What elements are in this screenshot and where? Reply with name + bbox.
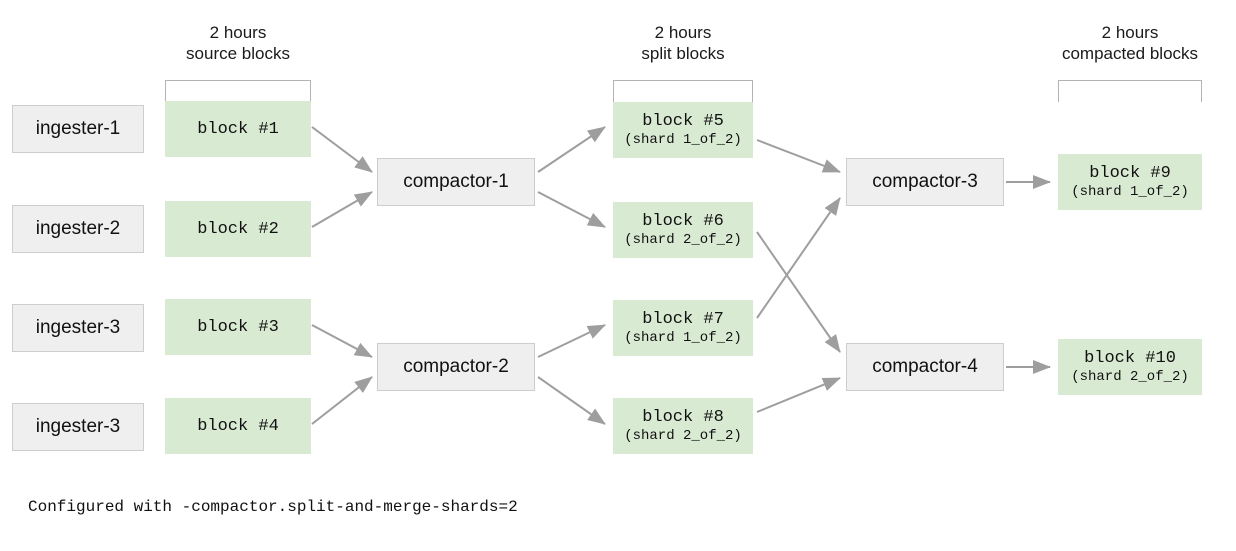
- edge-block6-compactor4: [756, 231, 841, 353]
- edge-compactor1-block5: [537, 126, 606, 173]
- bracket-source-blocks: [165, 80, 311, 102]
- block-title: block #3: [197, 317, 279, 337]
- ingester-3a-box[interactable]: ingester-3: [12, 304, 144, 352]
- ingester-3b-box[interactable]: ingester-3: [12, 403, 144, 451]
- ingester-label: ingester-3: [35, 317, 121, 338]
- block-shard-label: (shard 2_of_2): [624, 428, 742, 444]
- compactor-label: compactor-4: [872, 356, 978, 377]
- split-block-5[interactable]: block #5 (shard 1_of_2): [613, 102, 753, 158]
- column-header-source-blocks: 2 hours source blocks: [165, 22, 311, 64]
- block-shard-label: (shard 2_of_2): [1071, 369, 1189, 385]
- block-shard-label: (shard 1_of_2): [624, 132, 742, 148]
- block-shard-label: (shard 1_of_2): [624, 330, 742, 346]
- column-header-line1: 2 hours: [1101, 23, 1159, 42]
- column-header-compacted-blocks: 2 hours compacted blocks: [1040, 22, 1220, 64]
- compactor-3-box[interactable]: compactor-3: [846, 158, 1004, 206]
- source-block-3[interactable]: block #3: [165, 299, 311, 355]
- bracket-compacted-blocks: [1058, 80, 1202, 102]
- block-title: block #9: [1089, 164, 1171, 183]
- edge-block5-compactor3: [756, 139, 841, 173]
- source-block-4[interactable]: block #4: [165, 398, 311, 454]
- ingester-1-box[interactable]: ingester-1: [12, 105, 144, 153]
- compactor-label: compactor-3: [872, 171, 978, 192]
- ingester-label: ingester-3: [35, 416, 121, 437]
- ingester-label: ingester-1: [35, 118, 121, 139]
- compacted-block-10[interactable]: block #10 (shard 2_of_2): [1058, 339, 1202, 395]
- split-block-6[interactable]: block #6 (shard 2_of_2): [613, 202, 753, 258]
- column-header-line2: split blocks: [641, 44, 725, 63]
- compactor-2-box[interactable]: compactor-2: [377, 343, 535, 391]
- source-block-1[interactable]: block #1: [165, 101, 311, 157]
- edge-block8-compactor4: [756, 377, 841, 413]
- block-title: block #1: [197, 119, 279, 139]
- compactor-1-box[interactable]: compactor-1: [377, 158, 535, 206]
- edge-block1-compactor1: [311, 126, 373, 173]
- column-header-line2: compacted blocks: [1061, 44, 1199, 63]
- split-block-7[interactable]: block #7 (shard 1_of_2): [613, 300, 753, 356]
- block-title: block #8: [642, 408, 724, 427]
- split-block-8[interactable]: block #8 (shard 2_of_2): [613, 398, 753, 454]
- bracket-split-blocks: [613, 80, 753, 102]
- column-header-split-blocks: 2 hours split blocks: [613, 22, 753, 64]
- compacted-block-9[interactable]: block #9 (shard 1_of_2): [1058, 154, 1202, 210]
- column-header-line2: source blocks: [186, 44, 290, 63]
- compactor-label: compactor-2: [403, 356, 509, 377]
- source-block-2[interactable]: block #2: [165, 201, 311, 257]
- ingester-label: ingester-2: [35, 218, 121, 239]
- edge-block4-compactor2: [311, 376, 373, 425]
- edge-block3-compactor2: [311, 324, 373, 358]
- edge-compactor1-block6: [537, 191, 606, 228]
- column-header-line1: 2 hours: [654, 23, 712, 42]
- block-title: block #10: [1084, 349, 1176, 368]
- block-shard-label: (shard 2_of_2): [624, 232, 742, 248]
- block-shard-label: (shard 1_of_2): [1071, 184, 1189, 200]
- edge-compactor2-block8: [537, 376, 606, 425]
- block-title: block #4: [197, 416, 279, 436]
- ingester-2-box[interactable]: ingester-2: [12, 205, 144, 253]
- compactor-label: compactor-1: [403, 171, 509, 192]
- column-header-line1: 2 hours: [209, 23, 267, 42]
- configuration-footnote: Configured with -compactor.split-and-mer…: [28, 498, 518, 516]
- compactor-4-box[interactable]: compactor-4: [846, 343, 1004, 391]
- block-title: block #2: [197, 219, 279, 239]
- edge-block2-compactor1: [311, 191, 373, 228]
- block-title: block #7: [642, 310, 724, 329]
- edge-compactor2-block7: [537, 324, 606, 358]
- block-title: block #6: [642, 212, 724, 231]
- block-title: block #5: [642, 112, 724, 131]
- edge-block7-compactor3: [756, 197, 841, 319]
